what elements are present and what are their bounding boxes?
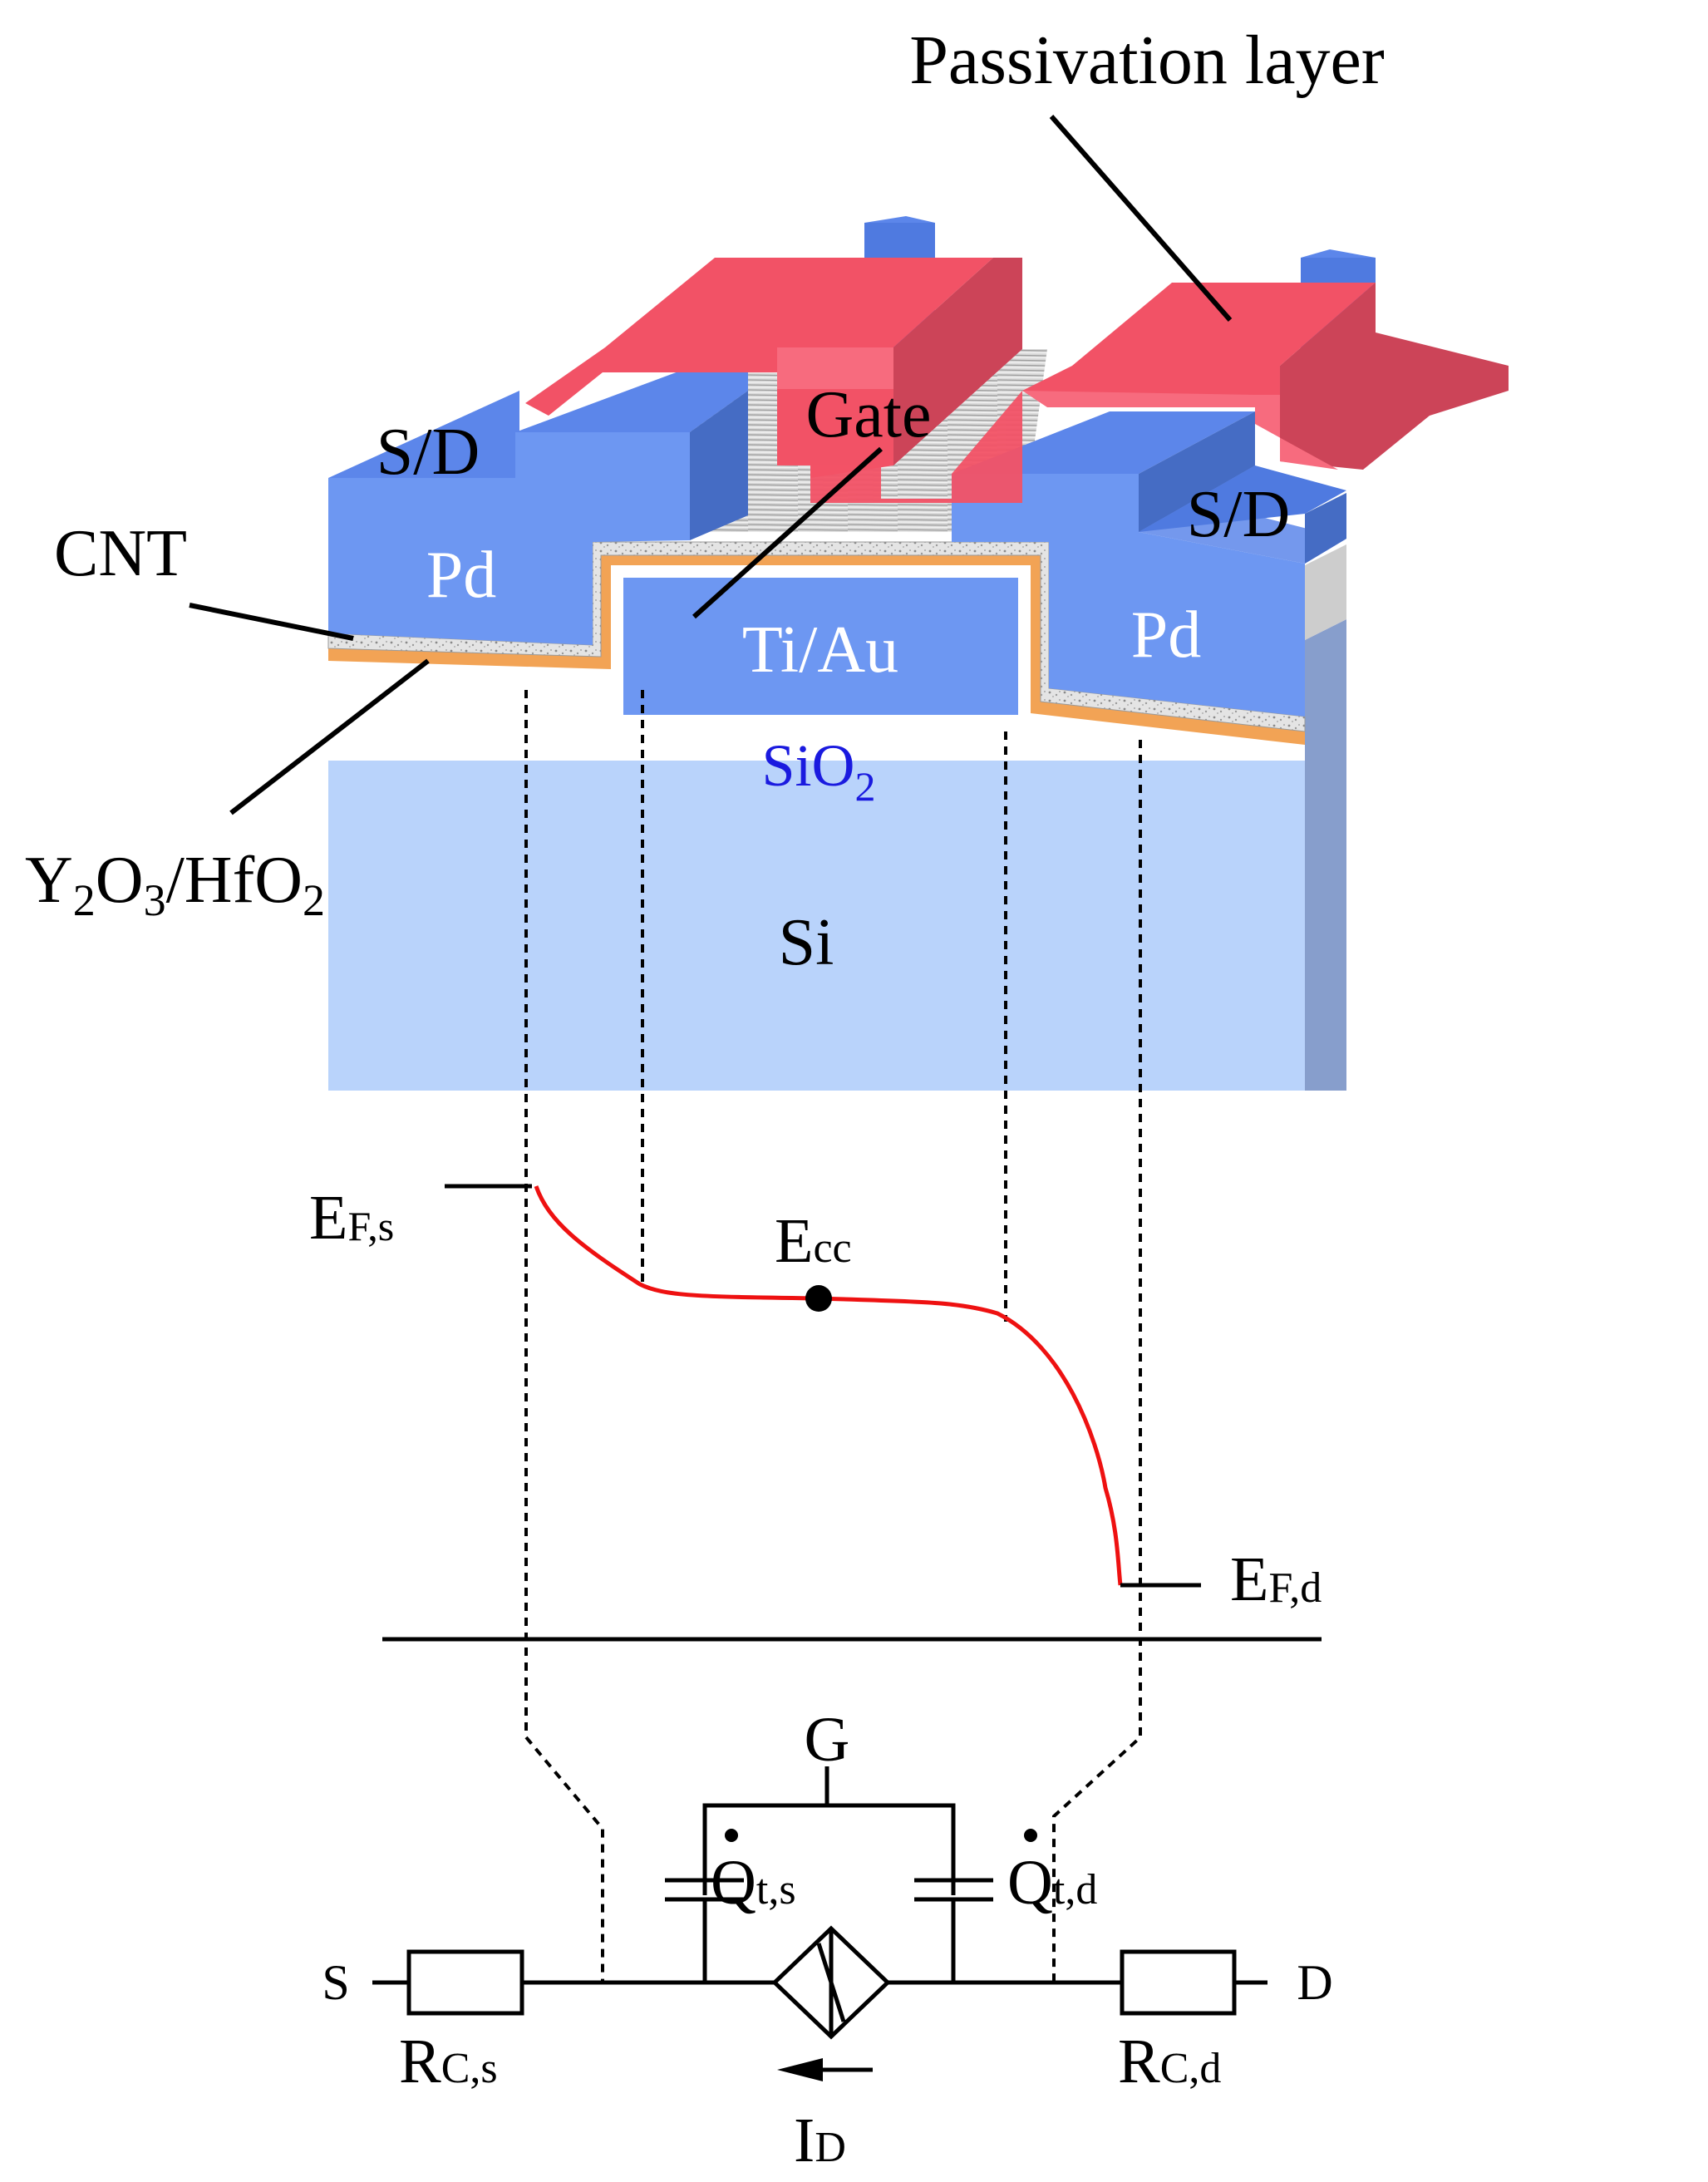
resistor-rcs — [406, 1949, 524, 2016]
passivation-left-top — [605, 258, 993, 347]
qtd-sub: t,d — [1053, 1866, 1097, 1914]
qtd-main: Q — [1007, 1848, 1053, 1918]
si-label: Si — [779, 906, 834, 979]
gate-label: Gate — [805, 378, 931, 451]
gate-metal-block — [623, 578, 1018, 715]
qts-label: Qt,s — [711, 1848, 796, 1918]
passivation-gate-pillar — [810, 391, 1022, 503]
passivation-right-side — [1280, 283, 1509, 470]
circuit-labels: G S D Qt,s Qt,d RC,s RC,d ID — [322, 1705, 1332, 2175]
qtd-label: Qt,d — [1007, 1848, 1097, 1918]
dielectric-label: Y2O3/HfO2 — [25, 844, 325, 925]
dielectric-leader — [229, 658, 430, 815]
ecc-point — [805, 1285, 832, 1312]
sio2-label: SiO2 — [761, 732, 875, 810]
sio2-side-face — [1305, 544, 1346, 640]
ecc-sub: cc — [813, 1224, 851, 1272]
ef-source-label: EF,s — [309, 1183, 394, 1253]
pd-left-top-a — [328, 391, 519, 478]
pd-right-side — [1139, 411, 1255, 532]
gate-leader — [692, 446, 884, 619]
qts-sub: t,s — [756, 1866, 796, 1914]
pd-right-label: Pd — [1131, 598, 1202, 672]
band-curve — [534, 1185, 1123, 1586]
device-callouts: Passivation layer S/D S/D Gate CNT Y2O3/… — [25, 22, 1385, 925]
gate-terminal-label: G — [805, 1705, 850, 1775]
passivation-left-side — [893, 258, 1022, 465]
pd-left-label: Pd — [426, 539, 497, 612]
gate-metal-label: Ti/Au — [742, 613, 898, 687]
pd-left-contact — [328, 432, 690, 645]
qtd-dot — [1024, 1829, 1037, 1842]
device-stack: Pd Pd Ti/Au SiO2 Si — [327, 216, 1509, 1091]
ef-drain-label: EF,d — [1230, 1544, 1322, 1614]
pd-left-top-b — [515, 366, 748, 432]
dielectric-s3: 2 — [303, 875, 325, 925]
rcs-label: RC,s — [399, 2027, 498, 2096]
id-sub: D — [815, 2124, 846, 2171]
passivation-left-front — [777, 347, 893, 389]
pd-back-left-top — [864, 216, 935, 223]
band-diagram: EF,s Ecc EF,d — [309, 1183, 1322, 1614]
id-main: I — [794, 2106, 815, 2175]
ecc-label: Ecc — [775, 1206, 852, 1276]
passivation-left — [525, 258, 1022, 478]
sio2-sub: 2 — [855, 763, 876, 810]
cnt-label: CNT — [54, 517, 187, 590]
resistor-rcd — [1120, 1949, 1237, 2016]
proj-line-drain — [1052, 740, 1142, 1983]
passivation-leader — [1049, 115, 1233, 322]
sd-left-label: S/D — [377, 416, 480, 489]
pd-right-contact — [952, 474, 1305, 717]
passivation-right — [1022, 283, 1509, 470]
passivation-right-top — [1072, 283, 1376, 366]
passivation-right-front — [1255, 395, 1338, 470]
rcs-sub: C,s — [441, 2045, 498, 2092]
rcs-main: R — [399, 2027, 441, 2096]
passivation-left-flange — [525, 347, 831, 416]
pd-right-top-a — [952, 411, 1255, 474]
dielectric-s1: 2 — [73, 875, 96, 925]
ef-source-main: E — [309, 1183, 347, 1253]
si-substrate — [328, 761, 1305, 1091]
pd-back-right-top — [1301, 249, 1376, 258]
passivation-right-front-face — [1022, 391, 1255, 407]
proj-line-source — [524, 690, 604, 1983]
rcd-sub: C,d — [1160, 2045, 1222, 2092]
equivalent-circuit — [372, 1766, 1267, 2072]
ef-drain-sub: F,d — [1268, 1564, 1322, 1612]
si-side-face — [1305, 619, 1346, 1091]
pd-left-side — [690, 391, 748, 540]
rcd-main: R — [1118, 2027, 1160, 2096]
dielectric-p2: O — [96, 844, 144, 917]
dielectric-p1: Y — [25, 844, 73, 917]
rcd-label: RC,d — [1118, 2027, 1221, 2096]
qts-dot — [725, 1829, 738, 1842]
passivation-left-lower — [777, 389, 893, 478]
id-label: ID — [794, 2106, 846, 2175]
dielectric-layer — [328, 555, 1305, 745]
passivation-label: Passivation layer — [909, 22, 1385, 99]
pd-right-top-slab — [1139, 465, 1346, 532]
dielectric-s2: 3 — [144, 875, 166, 925]
source-terminal-label: S — [322, 1955, 349, 2010]
ef-drain-main: E — [1230, 1544, 1268, 1614]
cnt-leader — [189, 603, 354, 641]
drain-terminal-label: D — [1297, 1955, 1332, 2010]
sd-right-label: S/D — [1187, 478, 1291, 551]
ef-source-sub: F,s — [347, 1203, 394, 1249]
id-arrow-head — [777, 2058, 823, 2081]
dielectric-p3: /HfO — [166, 844, 303, 917]
pd-right-outer-side — [1305, 493, 1346, 564]
ecc-main: E — [775, 1206, 813, 1276]
sio2-main: SiO — [761, 732, 854, 799]
projection-lines — [524, 690, 1142, 1983]
qts-main: Q — [711, 1848, 756, 1918]
